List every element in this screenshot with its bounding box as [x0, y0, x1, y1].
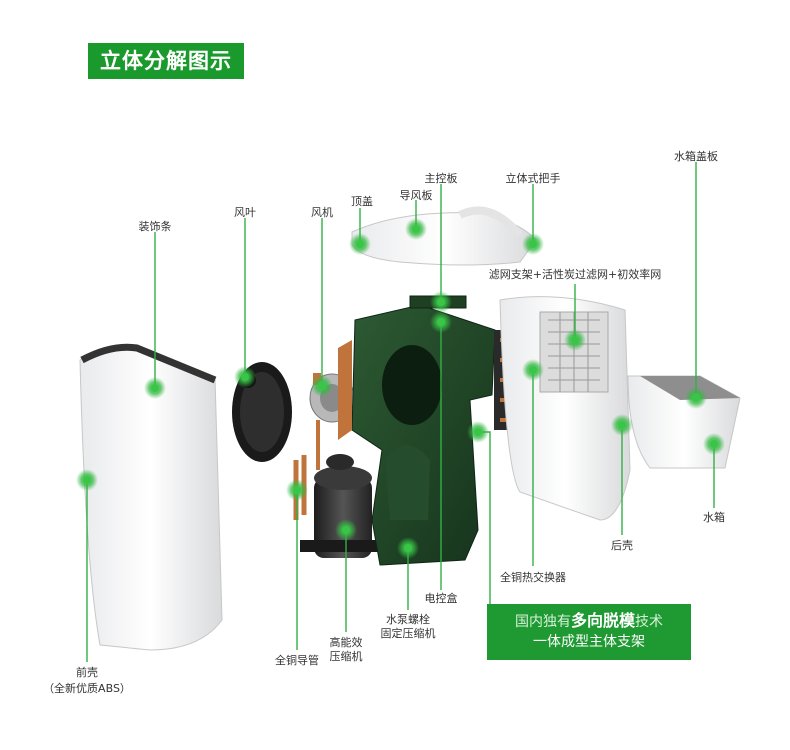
marker-dot — [76, 469, 98, 491]
label-front-shell-note: （全新优质ABS） — [43, 682, 131, 695]
callout-line-2: 一体成型主体支架 — [533, 634, 645, 650]
label-water-tank: 水箱 — [703, 511, 725, 524]
markers — [76, 218, 725, 559]
label-rear-shell: 后壳 — [611, 539, 633, 552]
leader-lines — [86, 162, 715, 662]
marker-dot — [311, 375, 333, 397]
marker-dot — [564, 329, 586, 351]
marker-dot — [611, 414, 633, 436]
marker-dot — [685, 387, 707, 409]
marker-dot — [349, 233, 371, 255]
marker-dot — [234, 366, 256, 388]
marker-dot — [430, 311, 452, 333]
marker-dot — [703, 433, 725, 455]
compressor — [300, 454, 386, 558]
callout-line-1: 国内独有多向脱模技术 — [487, 611, 691, 632]
label-fan-blade: 风叶 — [234, 206, 256, 219]
marker-dot — [522, 359, 544, 381]
label-top-cover: 顶盖 — [351, 195, 373, 208]
callout-pre: 国内独有 — [514, 614, 571, 630]
marker-dot — [467, 421, 489, 443]
label-heat-exchanger: 全铜热交换器 — [500, 571, 566, 584]
label-control-board: 主控板 — [424, 172, 458, 185]
marker-dot — [430, 291, 452, 313]
marker-dot — [335, 519, 357, 541]
marker-dot — [522, 233, 544, 255]
label-control-box: 电控盒 — [424, 592, 458, 605]
page-title: 立体分解图示 — [88, 43, 244, 79]
marker-dot — [397, 537, 419, 559]
label-pump-bolt-line1: 水泵螺栓 — [386, 613, 430, 626]
label-tank-cover: 水箱盖板 — [674, 150, 718, 163]
label-fan-motor: 风机 — [311, 206, 333, 219]
label-front-shell: 前壳 — [76, 666, 98, 679]
callout-post: 技术 — [635, 614, 663, 630]
front-shell — [79, 343, 223, 651]
feature-callout: 国内独有多向脱模技术 一体成型主体支架 — [487, 604, 691, 660]
label-decorative-strip: 装饰条 — [138, 220, 172, 233]
label-handle: 立体式把手 — [505, 172, 561, 185]
main-frame — [338, 304, 496, 566]
label-air-deflector: 导风板 — [399, 189, 433, 202]
label-compressor-line1: 高能效 — [329, 636, 363, 649]
callout-highlight: 多向脱模 — [570, 611, 635, 630]
label-compressor-line2: 压缩机 — [329, 650, 363, 663]
label-pump-bolt-line2: 固定压缩机 — [380, 627, 436, 640]
marker-dot — [405, 218, 427, 240]
label-filter: 滤网支架+活性炭过滤网+初效率网 — [488, 268, 662, 281]
marker-dot — [144, 377, 166, 399]
label-copper-tube: 全铜导管 — [275, 654, 319, 667]
marker-dot — [286, 479, 308, 501]
